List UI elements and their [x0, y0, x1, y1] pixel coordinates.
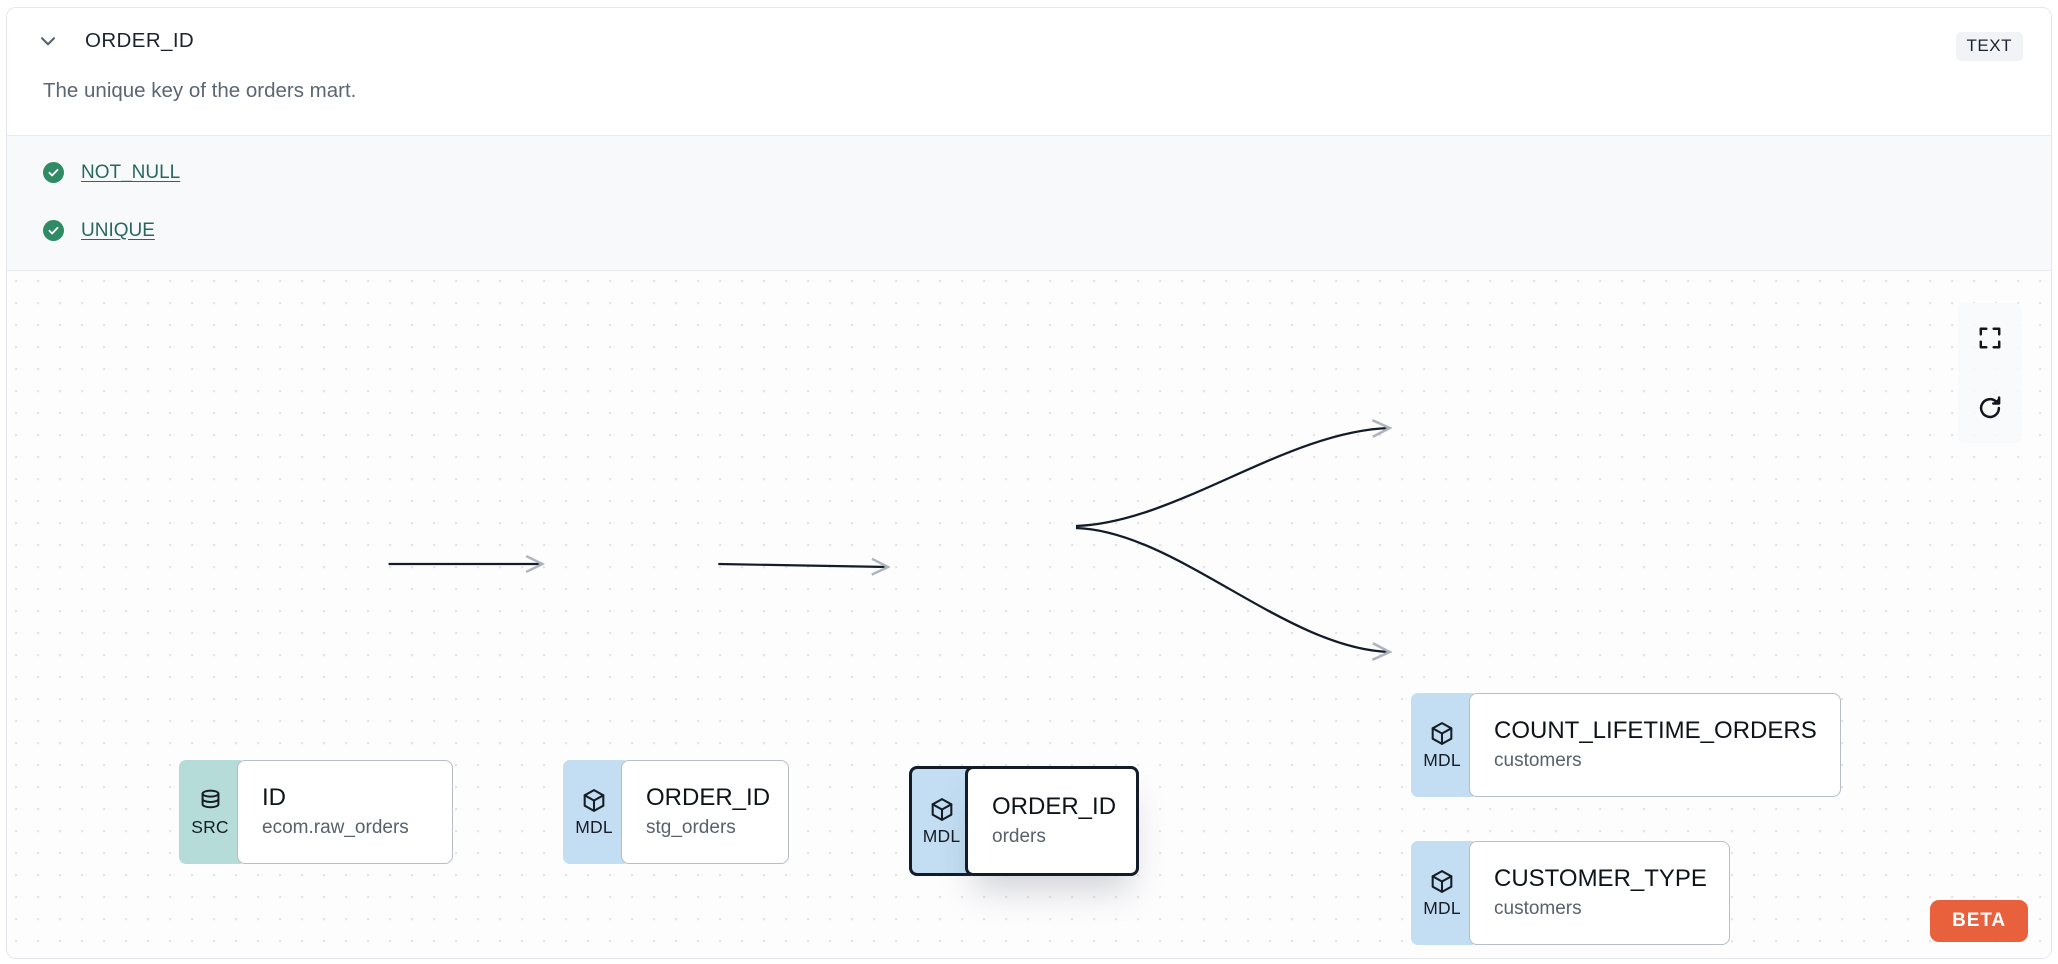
cube-icon [1429, 717, 1455, 747]
edge-orders-ctype [1075, 526, 1390, 652]
node-body: ORDER_ID stg_orders [621, 759, 789, 864]
canvas-controls [1958, 302, 2022, 443]
node-subtitle: customers [1494, 897, 1582, 919]
node-badge-mdl: MDL [563, 759, 625, 864]
node-badge-label: MDL [575, 817, 613, 838]
cube-icon [1429, 865, 1455, 895]
test-row: NOT_NULL [43, 154, 2023, 192]
refresh-icon [1977, 395, 2003, 421]
cube-icon [581, 784, 607, 814]
column-description: The unique key of the orders mart. [7, 74, 2051, 135]
lineage-node-stg-orders[interactable]: MDL ORDER_ID stg_orders [563, 759, 789, 864]
node-badge-label: SRC [191, 817, 229, 838]
node-badge-mdl: MDL [1411, 840, 1473, 945]
node-badge-label: MDL [1423, 898, 1461, 919]
node-body: ID ecom.raw_orders [237, 759, 453, 864]
node-name: CUSTOMER_TYPE [1494, 864, 1707, 892]
check-circle-icon [43, 162, 64, 184]
chevron-down-icon[interactable] [35, 28, 61, 54]
column-detail-card: ORDER_ID TEXT The unique key of the orde… [6, 7, 2052, 959]
lineage-node-src[interactable]: SRC ID ecom.raw_orders [179, 759, 453, 864]
node-badge-label: MDL [922, 826, 961, 847]
column-type-badge: TEXT [1955, 32, 2023, 61]
database-icon [198, 784, 223, 814]
lineage-node-orders-selected[interactable]: MDL ORDER_ID orders [909, 765, 1139, 876]
node-body: CUSTOMER_TYPE customers [1469, 840, 1730, 945]
node-badge-mdl: MDL [1411, 692, 1473, 797]
lineage-node-count-lifetime-orders[interactable]: MDL COUNT_LIFETIME_ORDERS customers [1411, 692, 1841, 797]
test-link-unique[interactable]: UNIQUE [81, 219, 155, 241]
edge-orders-count [1075, 428, 1390, 527]
node-subtitle: ecom.raw_orders [262, 816, 409, 838]
card-header: ORDER_ID TEXT [7, 8, 2051, 74]
node-name: ID [262, 783, 286, 811]
lineage-node-customer-type[interactable]: MDL CUSTOMER_TYPE customers [1411, 840, 1730, 945]
node-subtitle: stg_orders [646, 816, 736, 838]
node-badge-mdl: MDL [909, 765, 971, 876]
node-badge-label: MDL [1423, 750, 1461, 771]
fit-view-icon [1977, 325, 2003, 351]
test-link-not-null[interactable]: NOT_NULL [81, 161, 181, 183]
fit-view-button[interactable] [1958, 303, 2022, 373]
tests-section: NOT_NULL UNIQUE [7, 134, 2051, 271]
edge-stg-orders [718, 564, 888, 567]
test-row: UNIQUE [43, 212, 2023, 250]
page-title: ORDER_ID [85, 29, 195, 52]
node-name: ORDER_ID [646, 783, 771, 811]
cube-icon [929, 793, 955, 823]
check-circle-icon [43, 220, 64, 242]
node-subtitle: customers [1494, 749, 1582, 771]
node-subtitle: orders [992, 825, 1046, 847]
reset-view-button[interactable] [1958, 373, 2022, 443]
node-body: COUNT_LIFETIME_ORDERS customers [1469, 692, 1841, 797]
node-badge-src: SRC [179, 759, 241, 864]
node-name: ORDER_ID [992, 792, 1117, 820]
lineage-canvas[interactable]: SRC ID ecom.raw_orders [7, 270, 2051, 958]
node-body: ORDER_ID orders [965, 765, 1139, 876]
beta-badge[interactable]: BETA [1930, 899, 2028, 942]
node-name: COUNT_LIFETIME_ORDERS [1494, 716, 1817, 744]
